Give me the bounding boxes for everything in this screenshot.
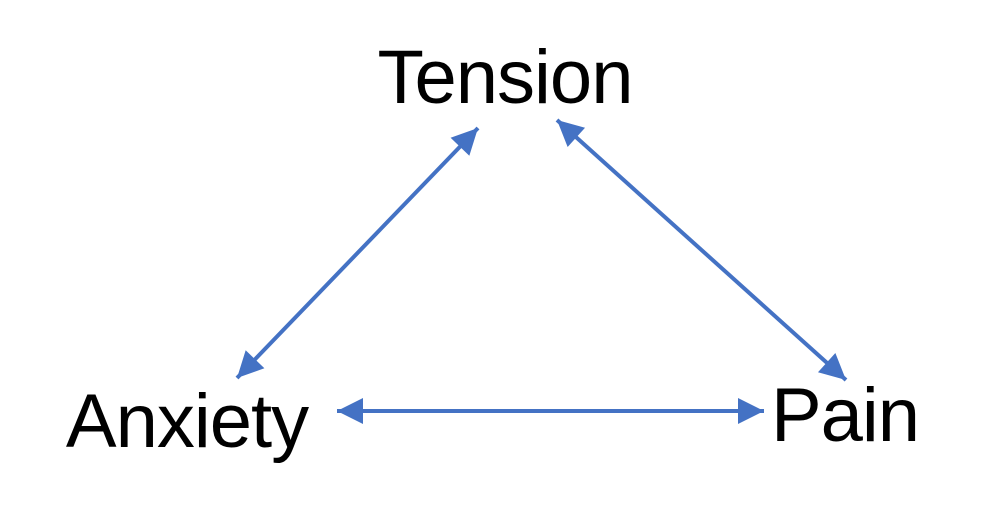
node-label-pain: Pain bbox=[770, 373, 920, 458]
edge-tension-pain bbox=[555, 118, 848, 382]
node-label-tension: Tension bbox=[377, 35, 634, 120]
edge-anxiety-tension bbox=[235, 126, 480, 380]
node-label-anxiety: Anxiety bbox=[65, 379, 309, 464]
